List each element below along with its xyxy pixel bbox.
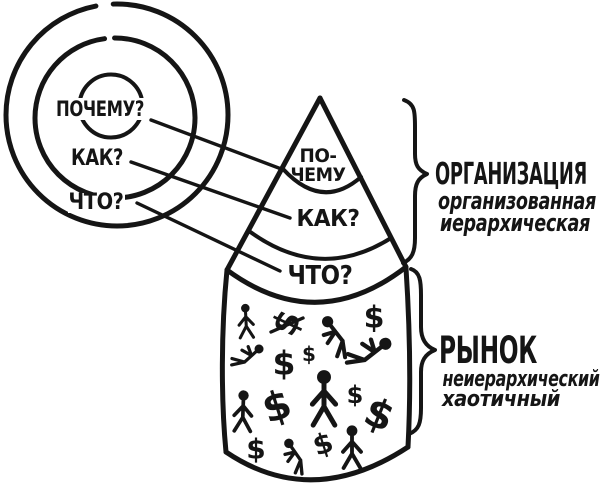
connector-line-what: [135, 201, 282, 273]
market-contents: $$$$$$$$$: [227, 301, 401, 479]
dollar-icon: $: [273, 344, 296, 383]
market-title: РЫНОК: [439, 329, 537, 372]
cylinder-bottom-arc: [223, 444, 411, 483]
dollar-icon: $: [302, 342, 316, 366]
market-label-group: РЫНОК неиерархический хаотичный: [439, 329, 600, 412]
svg-text:$: $: [309, 425, 338, 462]
curly-brace-market-icon: [407, 267, 437, 436]
cone-divider-why-how: [281, 167, 363, 195]
label-backing: [54, 98, 146, 120]
cylinder-left-edge: [219, 267, 230, 455]
connector-line-how: [129, 160, 292, 220]
cone-label-why-line2: ЧЕМУ: [291, 164, 347, 186]
cylinder-top-arc: [224, 264, 409, 305]
market-trait-1: неиерархический: [443, 367, 600, 392]
circle-label-why: ПОЧЕМУ?: [56, 97, 144, 121]
cone-label-what: ЧТО?: [288, 261, 353, 291]
cone-divider-how-what: [247, 229, 393, 261]
cylinder-group: $$$$$$$$$: [219, 264, 413, 483]
golden-circle-group: ПОЧЕМУ? КАК? ЧТО?: [3, 1, 231, 229]
organization-label-group: ОРГАНИЗАЦИЯ организованная иерархическая: [435, 157, 597, 237]
market-trait-2: хаотичный: [441, 387, 560, 412]
dollar-icon: $: [347, 381, 364, 409]
connector-line-why: [149, 118, 286, 172]
outer-circle: [3, 1, 231, 229]
organization-title: ОРГАНИЗАЦИЯ: [435, 157, 587, 192]
label-backing: [68, 193, 125, 213]
curly-brace-organization-icon: [401, 98, 429, 265]
cone-label-why-line1: ПО-: [300, 145, 337, 167]
crossed-dollar-icon: $: [264, 304, 310, 342]
svg-text:$: $: [347, 381, 364, 409]
organization-trait-2: иерархическая: [440, 209, 590, 237]
person-icon: [236, 302, 256, 340]
person-icon: [341, 423, 363, 470]
person-icon: [312, 370, 335, 425]
svg-text:$: $: [264, 304, 310, 342]
svg-text:$: $: [357, 388, 400, 441]
connector-lines: [129, 118, 292, 273]
person-flying-icon: [227, 336, 267, 375]
svg-text:$: $: [257, 381, 298, 433]
cone-label-how: КАК?: [297, 206, 360, 232]
svg-text:$: $: [246, 433, 265, 466]
dollar-icon: $: [309, 425, 338, 462]
dollar-icon: $: [364, 301, 385, 336]
svg-text:$: $: [302, 342, 316, 366]
circle-label-how: КАК?: [71, 146, 123, 171]
person-icon: [231, 388, 255, 434]
organization-trait-1: организованная: [438, 187, 596, 215]
cylinder-right-edge: [403, 265, 413, 450]
svg-text:$: $: [273, 344, 296, 383]
dollar-icon: $: [246, 433, 265, 466]
cone-left-edge: [224, 95, 323, 273]
label-backing: [70, 149, 124, 169]
dollar-icon: $: [357, 388, 400, 441]
person-flying-icon: [275, 435, 314, 479]
cone-group: ПО- ЧЕМУ КАК? ЧТО?: [224, 95, 409, 291]
svg-text:$: $: [364, 301, 385, 336]
dollar-icon: $: [257, 381, 298, 433]
circle-label-what: ЧТО?: [69, 190, 124, 215]
